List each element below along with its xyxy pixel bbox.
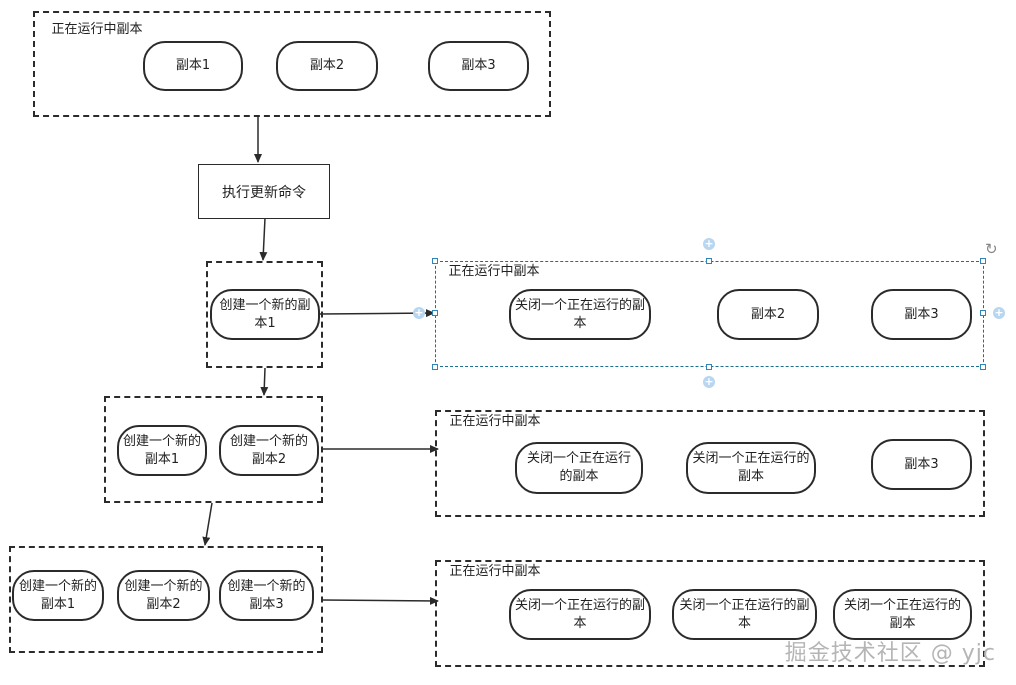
group-label: 正在运行中副本 — [449, 414, 541, 429]
replica-node[interactable]: 副本3 — [428, 41, 529, 91]
new-replica-node[interactable]: 创建一个新的副本3 — [219, 570, 314, 621]
update-command-box[interactable]: 执行更新命令 — [198, 164, 330, 219]
new-replica-node[interactable]: 创建一个新的副本2 — [219, 425, 319, 476]
resize-handle-sw[interactable] — [432, 364, 438, 370]
closing-replica-node[interactable]: 关闭一个正在运行的副本 — [833, 589, 972, 640]
new-replica-group-2[interactable] — [104, 396, 323, 503]
add-connection-left-icon[interactable]: + — [413, 306, 425, 319]
resize-handle-ne[interactable] — [980, 258, 986, 264]
group-label: 正在运行中副本 — [51, 22, 143, 37]
new-replica-node[interactable]: 创建一个新的副本1 — [117, 425, 207, 476]
rotate-icon[interactable]: ↻ — [985, 240, 998, 258]
top-running-group[interactable]: 正在运行中副本 — [33, 11, 551, 117]
closing-replica-node[interactable]: 关闭一个正在运行的副本 — [515, 442, 643, 494]
replica-node[interactable]: 副本2 — [717, 289, 819, 340]
resize-handle-se[interactable] — [980, 364, 986, 370]
new-replica-node[interactable]: 创建一个新的副本2 — [117, 570, 210, 621]
closing-replica-node[interactable]: 关闭一个正在运行的副本 — [686, 442, 816, 494]
replica-node[interactable]: 副本2 — [276, 41, 378, 91]
replica-node[interactable]: 副本1 — [143, 41, 243, 91]
resize-handle-s[interactable] — [706, 364, 712, 370]
watermark: 掘金技术社区 @ yjc — [784, 641, 996, 666]
new-replica-node[interactable]: 创建一个新的副本1 — [210, 289, 320, 340]
new-replica-group-3[interactable] — [9, 546, 323, 653]
group-label: 正在运行中副本 — [449, 564, 541, 579]
arrow-step2-to-step3 — [202, 502, 213, 546]
new-replica-group-1[interactable] — [206, 261, 323, 368]
closing-replica-node[interactable]: 关闭一个正在运行的副本 — [509, 289, 651, 340]
closing-replica-node[interactable]: 关闭一个正在运行的副本 — [672, 589, 817, 640]
add-connection-right-icon[interactable]: + — [993, 306, 1005, 319]
running-group-2[interactable]: 正在运行中副本 — [435, 410, 985, 517]
arrow-step1-to-step2 — [260, 367, 269, 396]
replica-node[interactable]: 副本3 — [871, 439, 972, 490]
resize-handle-w[interactable] — [432, 310, 438, 316]
add-connection-bottom-icon[interactable]: + — [703, 375, 715, 388]
resize-handle-nw[interactable] — [432, 258, 438, 264]
resize-handle-e[interactable] — [980, 310, 986, 316]
closing-replica-node[interactable]: 关闭一个正在运行的副本 — [509, 589, 651, 640]
group-label: 正在运行中副本 — [448, 264, 540, 279]
add-connection-top-icon[interactable]: + — [703, 237, 715, 250]
new-replica-node[interactable]: 创建一个新的副本1 — [12, 570, 104, 621]
running-group-3[interactable]: 正在运行中副本 — [435, 560, 985, 667]
replica-node[interactable]: 副本3 — [871, 289, 972, 340]
resize-handle-n[interactable] — [706, 258, 712, 264]
arrow-command-to-step1 — [259, 217, 268, 261]
arrow-step3-to-running3 — [321, 596, 439, 605]
